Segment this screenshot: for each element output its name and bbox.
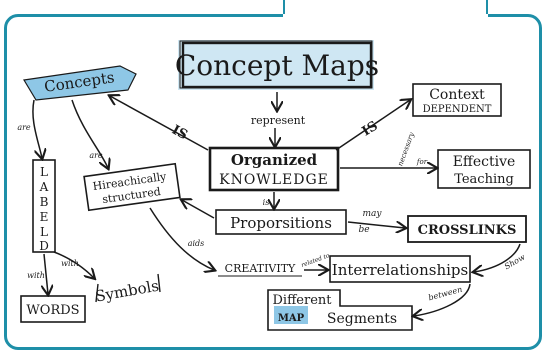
dependent-label: DEPENDENT xyxy=(423,104,492,115)
link-may: may xyxy=(363,209,383,219)
connectors xyxy=(32,92,521,316)
node-concept-maps: Concept Maps xyxy=(175,40,379,90)
node-labeled: L A B E L D xyxy=(32,159,56,253)
arrow-is-context xyxy=(335,100,410,151)
node-different-map-segments: Different MAP Segments xyxy=(267,289,413,331)
arrow-propositions-hierarchy xyxy=(182,200,215,219)
knowledge-label: KNOWLEDGE xyxy=(219,172,329,188)
different-label: Different xyxy=(272,293,332,308)
concept-maps-label: Concept Maps xyxy=(175,49,379,82)
node-effective-teaching: Effective Teaching xyxy=(437,149,531,189)
link-with-1: with xyxy=(27,271,45,280)
effective-label: Effective xyxy=(453,154,516,170)
context-label: Context xyxy=(429,87,485,103)
link-be: be xyxy=(358,225,369,235)
link-is-left: IS xyxy=(169,123,190,144)
teaching-label: Teaching xyxy=(454,172,514,187)
arrow-show xyxy=(474,243,521,272)
link-necessary: necessary xyxy=(396,130,416,167)
crosslinks-label: CROSSLINKS xyxy=(418,223,517,238)
frame-tab-right-line xyxy=(486,0,488,16)
link-show: Show xyxy=(503,252,527,271)
node-creativity: CREATIVITY xyxy=(218,262,302,277)
labeled-letter-4: E xyxy=(40,210,49,224)
arrow-concepts-hierarchy xyxy=(71,99,108,168)
arrow-concepts-labeled xyxy=(32,99,42,158)
link-is-down: is xyxy=(263,198,270,207)
arrow-labeled-symbols xyxy=(53,251,94,278)
node-hierarchically-structured: Hireachically structured xyxy=(83,162,181,212)
link-are-mid: are xyxy=(89,151,103,160)
link-aids: aids xyxy=(188,239,205,248)
map-label: MAP xyxy=(278,313,305,324)
link-is-right: IS xyxy=(360,119,381,140)
propositions-label: Proporsitions xyxy=(230,214,332,232)
labeled-letter-3: B xyxy=(40,195,49,209)
organized-label: Organized xyxy=(231,151,318,169)
link-related-to: related to xyxy=(300,252,331,269)
link-with-2: with xyxy=(61,259,79,268)
node-organized-knowledge: Organized KNOWLEDGE xyxy=(208,146,340,192)
node-concepts: Concepts xyxy=(23,65,137,101)
link-represent: represent xyxy=(251,114,306,127)
arrow-may-be xyxy=(347,222,405,228)
node-symbols: Symbols xyxy=(94,273,161,306)
node-context-dependent: Context DEPENDENT xyxy=(412,83,502,117)
arrow-aids xyxy=(149,207,214,270)
creativity-label: CREATIVITY xyxy=(225,262,296,275)
interrelationships-label: Interrelationships xyxy=(332,261,468,279)
node-crosslinks: CROSSLINKS xyxy=(407,215,527,243)
arrow-is-concepts xyxy=(110,96,209,151)
words-label: WORDS xyxy=(26,303,79,318)
arrow-labeled-words xyxy=(44,253,48,294)
link-are-left: are xyxy=(17,123,31,132)
symbols-label: Symbols xyxy=(94,277,160,306)
node-propositions: Proporsitions xyxy=(215,209,347,235)
node-interrelationships: Interrelationships xyxy=(329,255,471,283)
segments-label: Segments xyxy=(327,311,397,327)
labeled-letter-1: L xyxy=(40,165,48,179)
frame-tab-left-line xyxy=(283,0,285,16)
labeled-letter-5: L xyxy=(40,225,48,239)
labeled-letter-6: D xyxy=(39,239,49,253)
link-for: for xyxy=(416,158,428,166)
labeled-letter-2: A xyxy=(39,180,49,194)
node-words: WORDS xyxy=(20,295,86,323)
frame-tab-gap xyxy=(283,14,488,17)
arrow-between xyxy=(414,283,471,316)
